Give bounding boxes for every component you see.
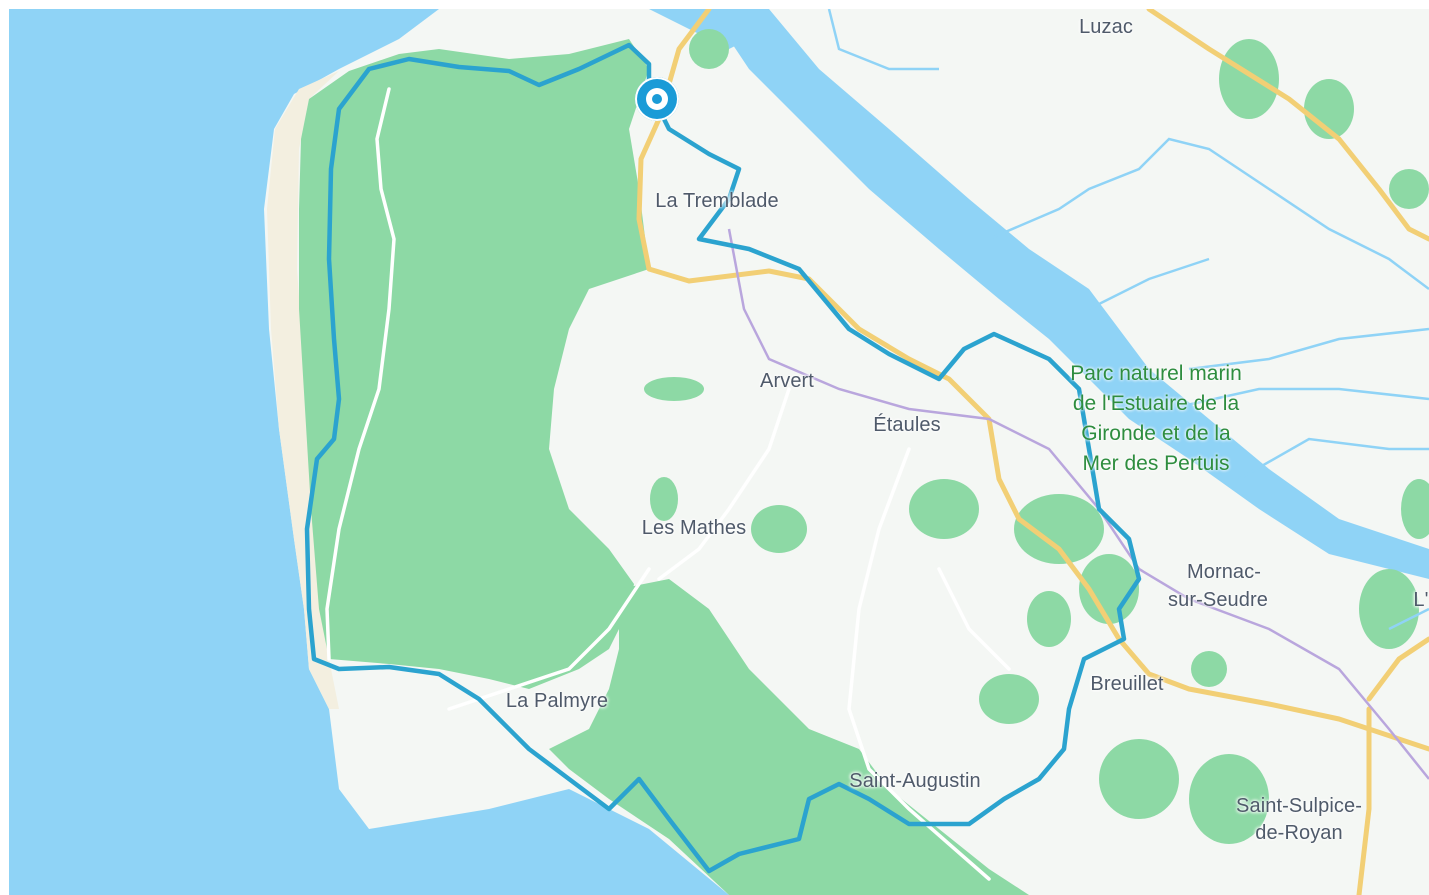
coastal-forest — [299, 39, 649, 689]
park-label-line: Parc naturel marin — [1070, 362, 1242, 385]
park-label[interactable]: Parc naturel marin de l'Estuaire de la G… — [1070, 359, 1242, 479]
start-marker-icon[interactable] — [635, 77, 679, 121]
place-label-saint-sulpice-line1[interactable]: Saint-Sulpice- — [1236, 795, 1362, 817]
place-label-breuillet[interactable]: Breuillet — [1090, 673, 1164, 695]
minor-roads — [325, 87, 1011, 881]
forest-patches — [644, 29, 1429, 844]
start-marker-dot — [652, 94, 662, 104]
map-layers — [9, 9, 1429, 895]
seudre-estuary — [709, 9, 1429, 579]
park-label-line: Gironde et de la — [1081, 422, 1231, 445]
park-label-line: Mer des Pertuis — [1082, 452, 1230, 475]
railway — [727, 228, 1429, 780]
place-label-la-palmyre[interactable]: La Palmyre — [505, 690, 609, 712]
place-label-mornac-line1[interactable]: Mornac- — [1186, 561, 1262, 583]
place-label-saint-sulpice-line2[interactable]: de-Royan — [1255, 822, 1343, 844]
atlantic-ocean — [9, 9, 729, 895]
map-canvas[interactable]: Luzac La Tremblade Arvert Étaules Les Ma… — [9, 9, 1429, 895]
route-track — [304, 42, 1142, 874]
place-label-la-tremblade[interactable]: La Tremblade — [655, 190, 779, 212]
place-label-arvert[interactable]: Arvert — [760, 370, 814, 392]
park-label-line: de l'Estuaire de la — [1072, 392, 1240, 415]
place-label-luzac[interactable]: Luzac — [1079, 16, 1133, 38]
place-label-edge[interactable]: L' — [1413, 589, 1429, 611]
place-label-mornac-line2[interactable]: sur-Seudre — [1168, 589, 1268, 611]
place-label-saint-augustin[interactable]: Saint-Augustin — [849, 770, 981, 792]
beach-strip — [267, 71, 339, 709]
roads — [636, 9, 1429, 895]
place-label-les-mathes[interactable]: Les Mathes — [641, 517, 747, 539]
streams — [827, 9, 1429, 631]
place-label-etaules[interactable]: Étaules — [873, 414, 941, 436]
